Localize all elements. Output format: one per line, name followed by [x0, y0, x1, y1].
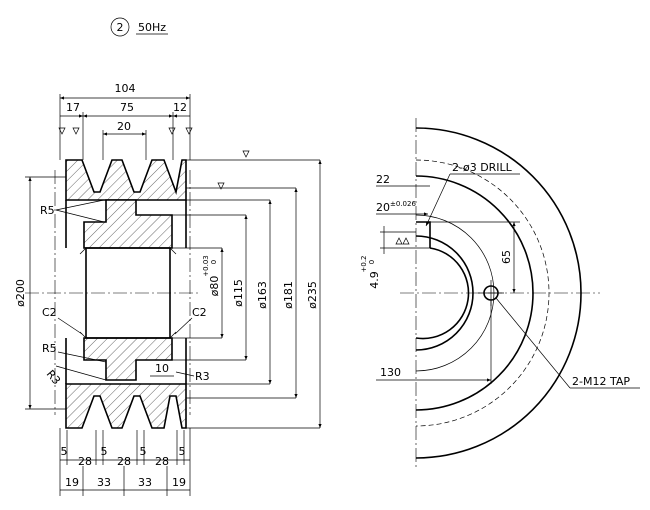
bore-outline [85, 247, 171, 339]
title-block: 2 50Hz [110, 17, 168, 37]
pitch-dim-2: 28 [78, 455, 92, 468]
overall-bottom-dims: 19 33 33 19 [60, 466, 190, 496]
c2-right-label: C2 [192, 306, 207, 319]
tap-radius-dim: 130 [380, 366, 401, 379]
tap-note: 2-M12 TAP [572, 375, 630, 388]
keyway-fit-tol: ±0.026 [390, 200, 416, 208]
groove-hidden-arc [415, 159, 550, 427]
c2-left-label: C2 [42, 306, 57, 319]
outer-rim-arc [415, 127, 582, 459]
overall-dim-1: 19 [65, 476, 79, 489]
r5-lower-label: R5 [42, 342, 57, 355]
d115-dim: ø115 [232, 279, 245, 307]
web-thickness-dim: 10 [155, 362, 169, 375]
section-view: 104 17 75 12 20 ø23 [14, 82, 322, 496]
upper-web-hub-section [83, 199, 173, 249]
hole-offset-dim: 65 [500, 250, 513, 264]
keyway-depth-tol-upper: +0.2 [360, 256, 368, 273]
bore-dim: ø80 [208, 276, 221, 297]
d181-dim: ø181 [282, 281, 295, 309]
overall-dim-2: 33 [97, 476, 111, 489]
end-view: 22 20 ±0.026 4.9 +0.2 0 2-ø3 DRILL 65 13… [360, 118, 640, 470]
keyway-width-dim: 22 [376, 173, 390, 186]
item-number-circle [110, 17, 130, 37]
d200-dim: ø200 [14, 279, 27, 307]
frequency-label: 50Hz [138, 21, 166, 34]
r3-right-label: R3 [195, 370, 210, 383]
r5-upper-label: R5 [40, 204, 55, 217]
groove-span-dim: 75 [120, 101, 134, 114]
pitch-dim-3: 5 [101, 445, 108, 458]
overall-dim-3: 33 [138, 476, 152, 489]
overall-dim-4: 19 [172, 476, 186, 489]
pitch-dim-6: 28 [155, 455, 169, 468]
pitch-dim-7: 5 [179, 445, 186, 458]
groove-width-dim: 20 [117, 120, 131, 133]
lower-rim-section [65, 383, 187, 429]
bore-tol-lower: 0 [210, 260, 218, 264]
keyway-depth-dim: 4.9 [368, 271, 381, 289]
groove-pitch-dims: 5 28 5 28 5 28 5 [59, 428, 191, 496]
keyway-outline [416, 221, 431, 248]
pitch-dim-1: 5 [61, 445, 68, 458]
keyway-fit-dim: 20 [376, 201, 390, 214]
d235-dim: ø235 [306, 281, 319, 309]
keyway-depth-tol-lower: 0 [368, 260, 376, 264]
overall-width-dim: 104 [115, 82, 136, 95]
r3-left-label: R3 [44, 368, 63, 388]
right-edge-dim: 12 [173, 101, 187, 114]
left-edge-dim: 17 [66, 101, 80, 114]
lower-web-hub-section [83, 337, 173, 381]
item-number: 2 [117, 21, 124, 34]
upper-rim-section [65, 159, 187, 201]
drill-note: 2-ø3 DRILL [452, 161, 513, 174]
pitch-dim-4: 28 [117, 455, 131, 468]
d163-dim: ø163 [256, 281, 269, 309]
bore-tol-upper: +0.03 [202, 255, 210, 276]
pitch-dim-5: 5 [140, 445, 147, 458]
